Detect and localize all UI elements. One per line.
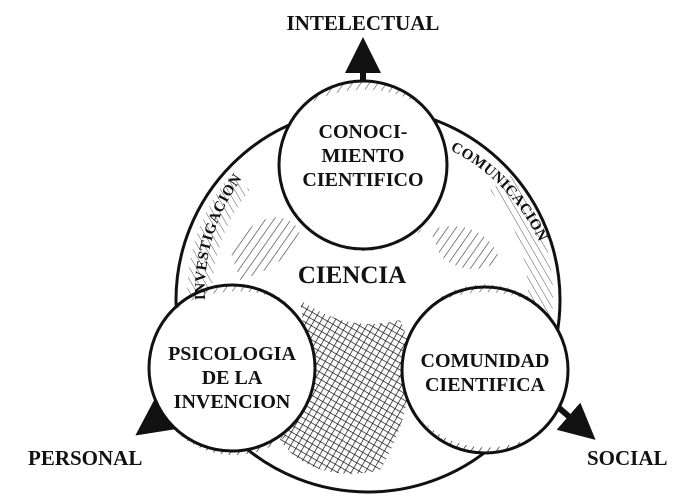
node-top-line-2: MIENTO [322, 145, 405, 167]
node-scientific-community: COMUNIDAD CIENTIFICA [402, 284, 568, 453]
node-right-line-1: COMUNIDAD [421, 350, 550, 372]
node-left-line-3: INVENCION [174, 391, 291, 413]
node-top-line-3: CIENTIFICO [302, 169, 423, 191]
node-left-line-1: PSICOLOGIA [168, 343, 296, 365]
node-right-line-2: CIENTIFICA [425, 374, 546, 396]
node-left-line-2: DE LA [202, 367, 263, 389]
axis-label-personal: PERSONAL [28, 446, 142, 470]
node-top-line-1: CONOCI- [319, 121, 408, 143]
axis-label-intellectual: INTELECTUAL [287, 11, 440, 35]
axis-label-social: SOCIAL [587, 446, 668, 470]
core-label: CIENCIA [298, 262, 406, 289]
node-scientific-knowledge: CONOCI- MIENTO CIENTIFICO [279, 81, 447, 251]
